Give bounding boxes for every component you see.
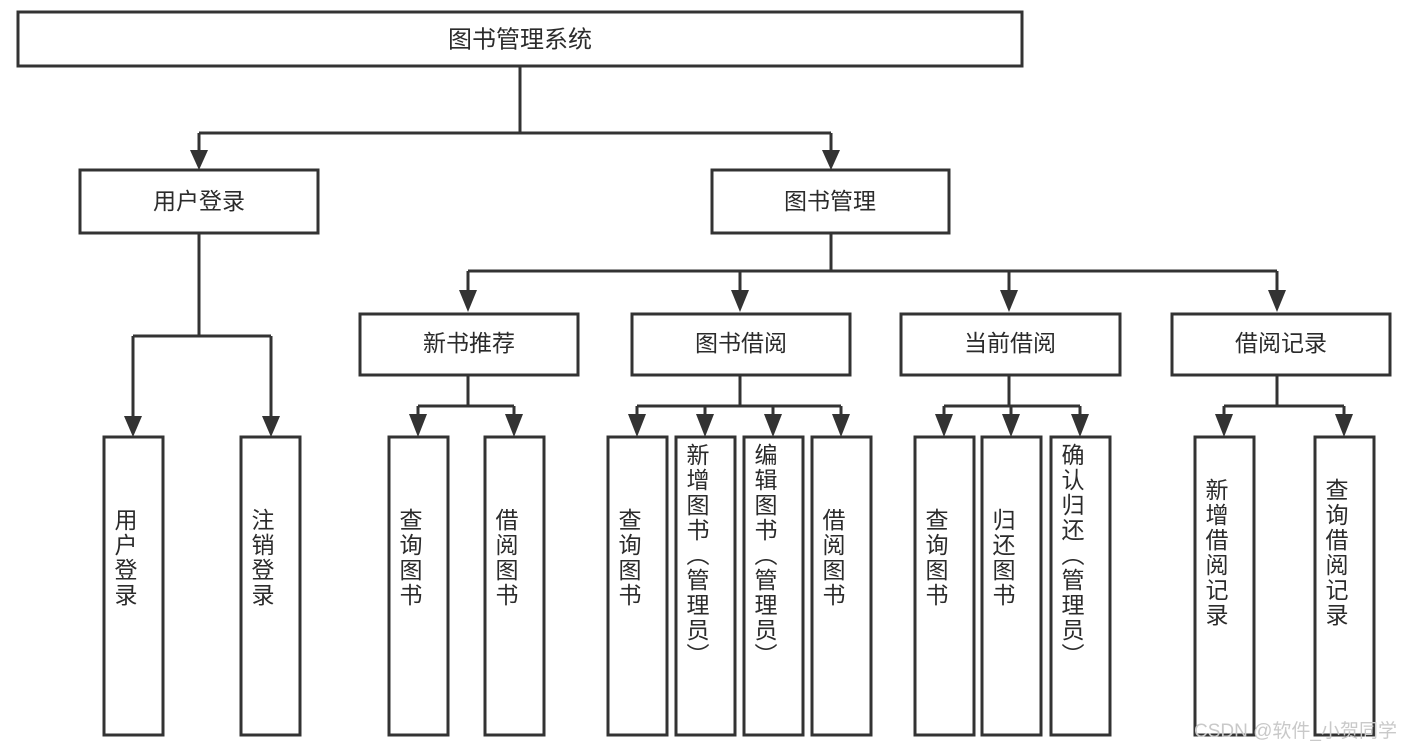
- leaf-borrow-record-2-rect[interactable]: [1313, 435, 1376, 737]
- node-book-borrow-label: 图书借阅: [695, 330, 787, 356]
- node-book-manage-rect[interactable]: [710, 168, 951, 235]
- leaf-new-book-1-rect[interactable]: [387, 435, 450, 737]
- arrowhead-cb-l3: [1071, 414, 1089, 437]
- node-borrow-record[interactable]: 借阅记录: [1170, 312, 1392, 377]
- csdn-watermark: CSDN @软件_小贺同学: [1194, 721, 1397, 742]
- leaf-book-borrow-4-rect[interactable]: [810, 435, 873, 737]
- arrowhead-nb-l2: [505, 414, 523, 437]
- leaf-book-borrow-1-rect[interactable]: [606, 435, 669, 737]
- arrowhead-book-borrow: [731, 290, 749, 312]
- connectors-book-manage-to-level2: [459, 233, 1286, 312]
- leaf-book-borrow-2-rect[interactable]: [674, 435, 737, 737]
- arrowhead-new-book: [459, 290, 477, 312]
- arrowhead-bb-l4: [832, 414, 850, 437]
- arrowhead-ul-leaf2: [262, 416, 280, 437]
- connectors-current-borrow-to-leaves: [935, 375, 1089, 437]
- connectors-root-to-level1: [190, 66, 840, 170]
- node-root[interactable]: 图书管理系统: [16, 10, 1024, 68]
- arrowhead-cb-l1: [935, 414, 953, 437]
- arrowhead-ul-leaf1: [124, 416, 142, 437]
- connectors-borrow-record-to-leaves: [1215, 375, 1353, 437]
- node-book-borrow[interactable]: 图书借阅: [630, 312, 852, 377]
- node-book-manage-label: 图书管理: [784, 188, 876, 214]
- node-current-borrow[interactable]: 当前借阅: [899, 312, 1122, 377]
- leaf-user-login-1-rect[interactable]: [102, 435, 165, 737]
- node-user-login-rect[interactable]: [78, 168, 320, 235]
- node-borrow-record-label: 借阅记录: [1235, 330, 1327, 356]
- arrowhead-borrow-record: [1268, 290, 1286, 312]
- node-user-login[interactable]: 用户登录: [78, 168, 320, 235]
- node-new-book-recommend-rect[interactable]: [358, 312, 580, 377]
- connectors-user-login-to-leaves: [124, 233, 280, 437]
- arrowhead-nb-l1: [409, 414, 427, 437]
- arrowhead-book-manage: [822, 150, 840, 170]
- node-root-label: 图书管理系统: [448, 26, 592, 53]
- leaf-new-book-2-rect[interactable]: [483, 435, 546, 737]
- leaf-borrow-record-1-rect[interactable]: [1193, 435, 1256, 737]
- arrowhead-bb-l2: [696, 414, 714, 437]
- leaf-current-borrow-1-rect[interactable]: [913, 435, 976, 737]
- node-current-borrow-rect[interactable]: [899, 312, 1122, 377]
- node-new-book-recommend[interactable]: 新书推荐: [358, 312, 580, 377]
- arrowhead-bb-l3: [764, 414, 782, 437]
- arrowhead-bb-l1: [628, 414, 646, 437]
- node-new-book-recommend-label: 新书推荐: [423, 330, 515, 356]
- leaf-user-login-2-rect[interactable]: [239, 435, 302, 737]
- arrowhead-user-login: [190, 150, 208, 170]
- node-user-login-label: 用户登录: [153, 188, 245, 214]
- node-borrow-record-rect[interactable]: [1170, 312, 1392, 377]
- connectors-new-book-to-leaves: [409, 375, 523, 437]
- arrowhead-br-l2: [1335, 414, 1353, 437]
- arrowhead-cb-l2: [1002, 414, 1020, 437]
- leaf-book-borrow-3-rect[interactable]: [742, 435, 805, 737]
- node-book-borrow-rect[interactable]: [630, 312, 852, 377]
- arrowhead-br-l1: [1215, 414, 1233, 437]
- node-book-manage[interactable]: 图书管理: [710, 168, 951, 235]
- leaf-current-borrow-3-rect[interactable]: [1049, 435, 1112, 737]
- node-current-borrow-label: 当前借阅: [964, 330, 1056, 356]
- arrowhead-current-borrow: [1000, 290, 1018, 312]
- connectors-book-borrow-to-leaves: [628, 375, 850, 437]
- node-root-rect[interactable]: [16, 10, 1024, 68]
- leaf-current-borrow-2-rect[interactable]: [980, 435, 1043, 737]
